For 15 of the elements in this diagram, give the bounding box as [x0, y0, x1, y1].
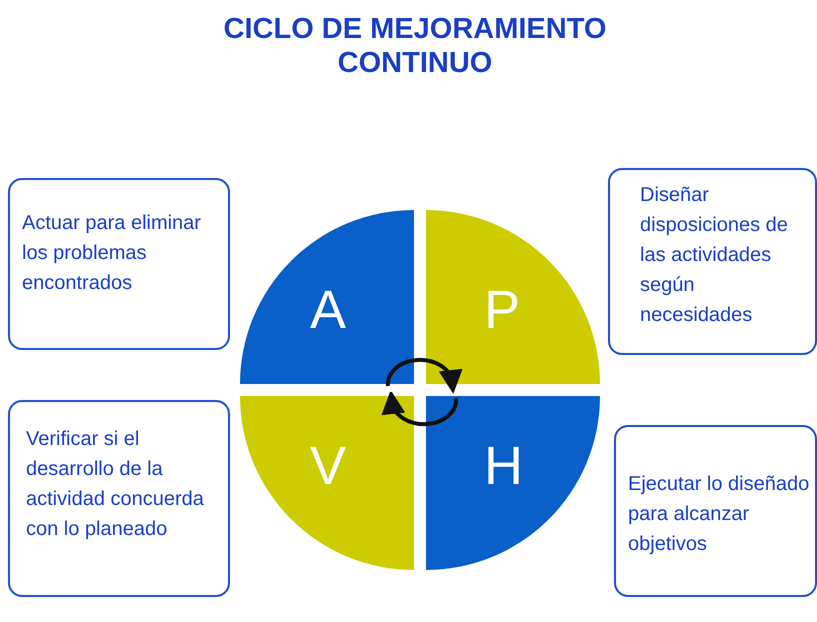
quadrant-letter: A	[310, 280, 346, 340]
quadrant-letter: H	[484, 436, 523, 496]
box-text: Actuar para eliminar los problemas encontrados	[22, 211, 202, 296]
text-box	[614, 425, 817, 597]
box-text: Ejecutar lo diseñado para alcanzar objetivos	[628, 472, 810, 557]
diagram-title: CICLO DE MEJORAMIENTO CONTINUO	[222, 12, 608, 80]
text-box	[8, 400, 230, 597]
curved-arrow	[382, 392, 458, 426]
box-text: Diseñar disposiciones de las actividades según necesidades	[640, 183, 789, 328]
box-text: Verificar si el desarrollo de la actividad concuerda con lo planeado	[26, 427, 205, 542]
text-box	[608, 168, 817, 355]
quadrant-letter: P	[484, 280, 520, 340]
curved-arrow	[386, 358, 462, 394]
quadrant-letter: V	[310, 436, 346, 496]
text-box	[8, 178, 230, 350]
